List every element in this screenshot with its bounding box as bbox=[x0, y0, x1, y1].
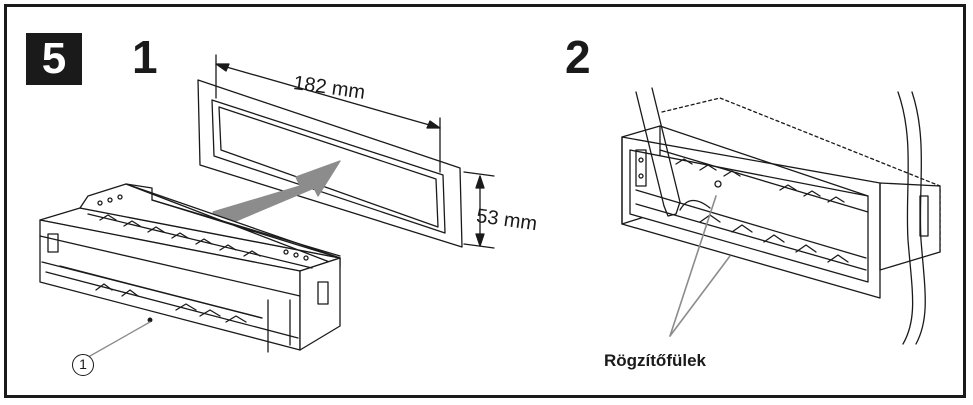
step-number-2: 2 bbox=[565, 31, 591, 83]
insert-arrow bbox=[212, 160, 341, 227]
installed-sleeve bbox=[621, 97, 941, 299]
height-dimension-line bbox=[463, 171, 495, 249]
tabs-caption: Rögzítőfülek bbox=[604, 351, 706, 370]
part-callout-1: 1 bbox=[72, 354, 94, 376]
tab-leaders bbox=[669, 195, 731, 337]
step-badge: 5 bbox=[26, 33, 82, 85]
step-number-1: 1 bbox=[132, 31, 158, 83]
dashboard-edge bbox=[897, 91, 914, 345]
width-dimension-line bbox=[215, 54, 441, 173]
mounting-sleeve bbox=[39, 183, 341, 353]
callout-leader bbox=[89, 321, 151, 357]
screwdriver-tool bbox=[635, 87, 681, 217]
